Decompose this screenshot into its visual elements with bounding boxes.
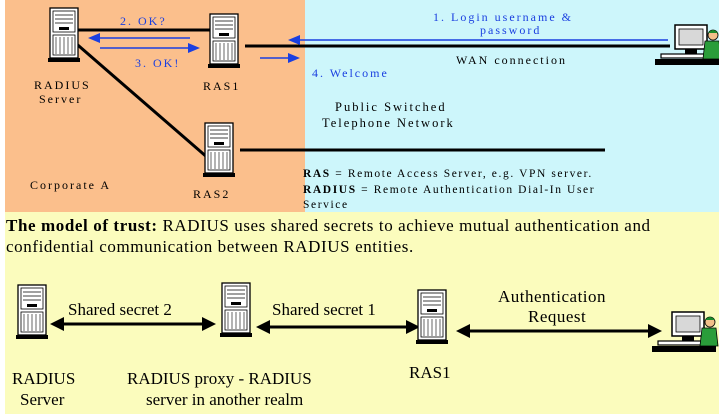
arrow-login-head — [288, 35, 300, 45]
pstn-label-line1: Public Switched — [335, 100, 447, 114]
radius-definition-line2: Service — [303, 199, 349, 211]
radius-term: RADIUS — [303, 184, 357, 196]
auth-request-label-line1: Authentication — [498, 287, 607, 306]
proxy-label-line2: server in another realm — [146, 390, 304, 409]
shared-secret-2-label: Shared secret 2 — [68, 300, 172, 319]
corporate-label: Corporate A — [30, 178, 111, 192]
shared-secret-1-label: Shared secret 1 — [272, 300, 376, 319]
arrow-ok-question-head — [88, 33, 100, 43]
radius-definition-text: = Remote Authentication Dial-In User — [356, 184, 596, 196]
bottom-ras1-tower-icon — [415, 289, 449, 345]
radius-definition: RADIUS = Remote Authentication Dial-In U… — [303, 184, 595, 196]
ras-term: RAS — [303, 168, 331, 180]
radius-proxy-tower-icon — [219, 282, 253, 338]
shared-secret-1-arrow-right-head — [406, 320, 420, 334]
shared-secret-2-arrow-left-head — [50, 317, 64, 331]
ras2-label: RAS2 — [193, 187, 231, 201]
trust-statement: The model of trust: RADIUS uses shared s… — [6, 215, 711, 257]
wan-connection-label: WAN connection — [456, 53, 567, 67]
radius-server-label-line1: RADIUS — [34, 78, 91, 92]
bottom-ras1-label: RAS1 — [409, 363, 451, 382]
radius-ras2-link — [71, 38, 209, 160]
proxy-label-line1: RADIUS proxy - RADIUS — [127, 369, 312, 388]
ras2-tower-icon — [202, 122, 236, 178]
trust-panel — [5, 212, 719, 414]
arrow-ok-answer-head — [188, 43, 200, 53]
ras1-label: RAS1 — [203, 79, 241, 93]
ras-definition: RAS = Remote Access Server, e.g. VPN ser… — [303, 168, 593, 180]
auth-request-arrow-right-head — [648, 324, 662, 338]
bottom-dial-in-user-icon — [651, 311, 719, 353]
step-3-label: 3. OK! — [135, 56, 181, 70]
bottom-radius-server-label-line2: Server — [20, 390, 65, 409]
bottom-radius-server-tower-icon — [15, 284, 49, 340]
ras-definition-text: = Remote Access Server, e.g. VPN server. — [330, 168, 593, 180]
pstn-label-line2: Telephone Network — [322, 116, 455, 130]
auth-request-arrow-left-head — [456, 324, 470, 338]
step-2-label: 2. OK? — [120, 14, 167, 28]
radius-server-tower-icon — [47, 7, 81, 63]
pstn-panel — [305, 0, 719, 212]
shared-secret-1-arrow-left-head — [256, 320, 270, 334]
shared-secret-2-arrow-right-head — [202, 317, 216, 331]
auth-request-label-line2: Request — [528, 307, 587, 326]
step-1-label-line1: 1. Login username & — [433, 10, 573, 24]
step-1-label-line2: password — [480, 23, 542, 37]
trust-title: The model of trust: — [6, 216, 158, 235]
step-4-label: 4. Welcome — [312, 66, 389, 80]
bottom-radius-server-label-line1: RADIUS — [12, 369, 76, 388]
arrow-welcome-head — [288, 53, 300, 63]
radius-server-label-line2: Server — [39, 92, 83, 106]
trust-text: RADIUS uses shared secrets to achieve mu… — [6, 216, 651, 256]
ras1-tower-icon — [207, 13, 241, 69]
